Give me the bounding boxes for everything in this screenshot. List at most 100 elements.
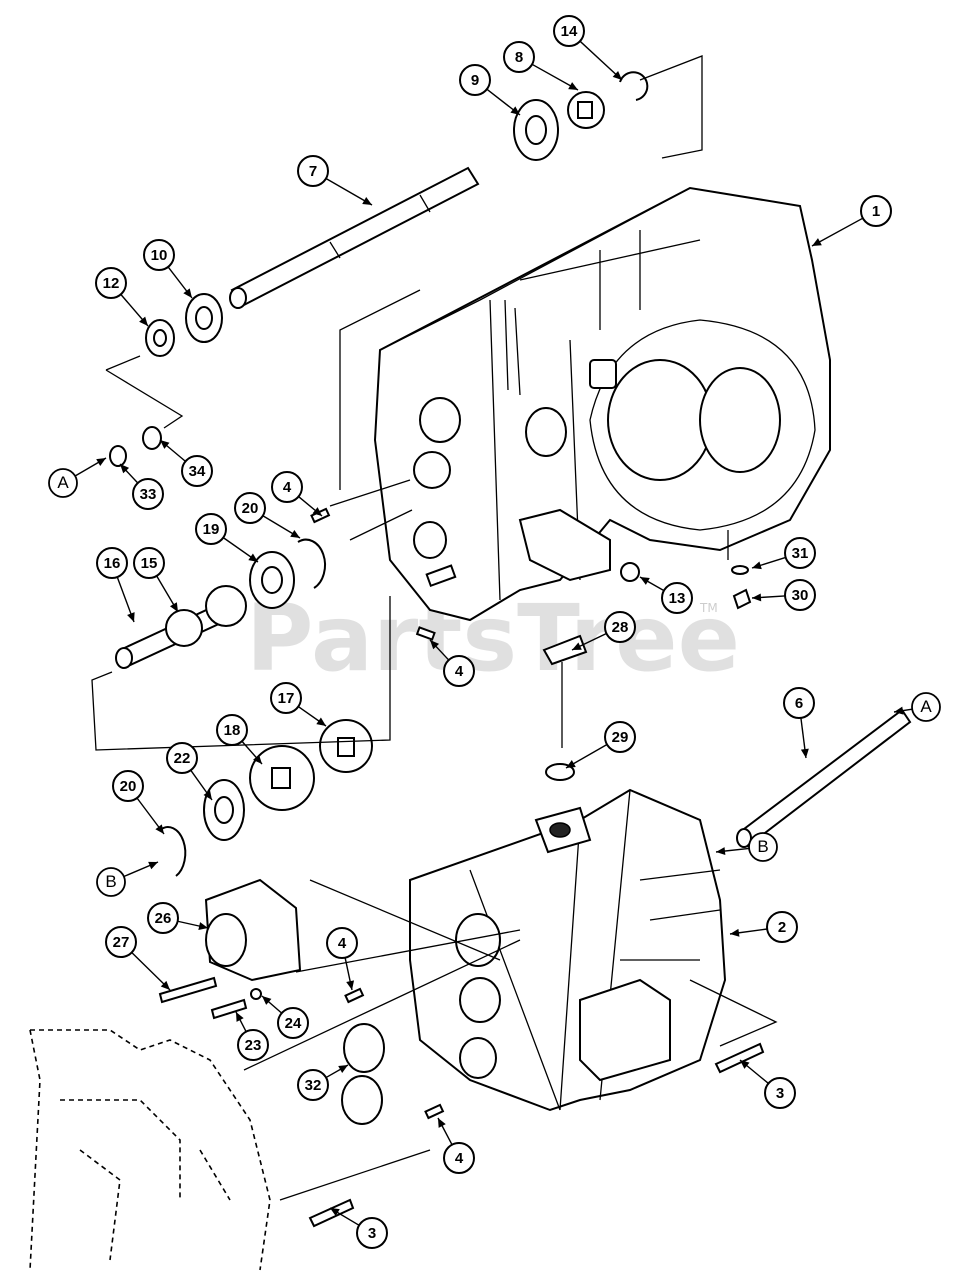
callout-arrowhead-24 bbox=[262, 996, 272, 1005]
small-parts bbox=[109, 71, 912, 1228]
callout-circle bbox=[166, 742, 198, 774]
callout-circle bbox=[112, 770, 144, 802]
callout-text: 20 bbox=[120, 778, 137, 795]
callout-32: 32 bbox=[297, 1069, 329, 1101]
callout-arrowhead-3 bbox=[740, 1060, 750, 1069]
callout-19: 19 bbox=[195, 513, 227, 545]
callout-circle bbox=[143, 239, 175, 271]
ref-letter-B: B bbox=[748, 832, 778, 862]
callout-circle bbox=[96, 547, 128, 579]
callout-arrowhead-1 bbox=[812, 238, 822, 246]
callout-circle bbox=[297, 1069, 329, 1101]
callout-circle bbox=[784, 579, 816, 611]
callout-17: 17 bbox=[270, 682, 302, 714]
callout-arrowhead-34 bbox=[160, 440, 170, 449]
callout-3: 3 bbox=[764, 1077, 796, 1109]
callout-arrowhead-26 bbox=[198, 922, 208, 930]
callout-text: 14 bbox=[561, 23, 578, 40]
callout-34: 34 bbox=[181, 455, 213, 487]
callout-27: 27 bbox=[105, 926, 137, 958]
callout-6: 6 bbox=[783, 687, 815, 719]
callout-circle bbox=[784, 537, 816, 569]
callout-2: 2 bbox=[766, 911, 798, 943]
callout-4: 4 bbox=[326, 927, 358, 959]
callout-text: 33 bbox=[140, 486, 157, 503]
watermark-trademark: TM bbox=[699, 601, 718, 615]
callout-arrowhead-32 bbox=[338, 1065, 348, 1073]
callout-arrowhead-20 bbox=[155, 824, 164, 834]
callout-arrowhead-8 bbox=[568, 82, 578, 90]
callout-arrowhead-12 bbox=[139, 316, 148, 326]
callout-text: 4 bbox=[283, 479, 292, 496]
callout-circle bbox=[133, 547, 165, 579]
ref-letter-text: A bbox=[920, 697, 932, 716]
callout-circle bbox=[216, 714, 248, 746]
callout-9: 9 bbox=[459, 64, 491, 96]
callout-text: 16 bbox=[104, 555, 121, 572]
callout-18: 18 bbox=[216, 714, 248, 746]
callout-text: 27 bbox=[113, 934, 130, 951]
callout-22: 22 bbox=[166, 742, 198, 774]
callout-text: 23 bbox=[245, 1037, 262, 1054]
upper-housing bbox=[373, 186, 831, 622]
callout-text: 17 bbox=[278, 690, 295, 707]
callout-arrowhead-29 bbox=[566, 760, 576, 768]
callout-arrowhead-7 bbox=[362, 197, 372, 205]
callout-text: 30 bbox=[792, 587, 809, 604]
callout-text: 20 bbox=[242, 500, 259, 517]
callout-arrowhead-4 bbox=[430, 640, 440, 650]
callout-circle bbox=[147, 902, 179, 934]
callout-circle bbox=[297, 155, 329, 187]
ref-letter-text: A bbox=[57, 473, 69, 492]
callout-text: 8 bbox=[515, 49, 523, 66]
callout-28: 28 bbox=[604, 611, 636, 643]
callout-arrowhead-10 bbox=[183, 288, 192, 298]
callout-8: 8 bbox=[503, 41, 535, 73]
ref-letter-arrowhead-B bbox=[148, 861, 158, 870]
callout-text: 12 bbox=[103, 275, 120, 292]
callout-text: 15 bbox=[141, 555, 158, 572]
callout-arrowhead-27 bbox=[160, 980, 170, 990]
callout-text: 4 bbox=[338, 935, 347, 952]
callout-16: 16 bbox=[96, 547, 128, 579]
callout-arrowhead-20 bbox=[290, 529, 300, 538]
callout-text: 4 bbox=[455, 663, 464, 680]
callout-circle bbox=[270, 682, 302, 714]
callout-circle bbox=[443, 655, 475, 687]
callout-arrowhead-2 bbox=[730, 928, 740, 937]
callout-arrowhead-17 bbox=[316, 717, 326, 726]
callout-circle bbox=[356, 1217, 388, 1249]
lower-housing bbox=[409, 788, 727, 1112]
reference-letters: A A B B bbox=[48, 468, 941, 897]
callout-circle bbox=[237, 1029, 269, 1061]
callout-7: 7 bbox=[297, 155, 329, 187]
ref-letter-A: A bbox=[48, 468, 78, 498]
callout-30: 30 bbox=[784, 579, 816, 611]
callout-circle bbox=[766, 911, 798, 943]
callout-circle bbox=[860, 195, 892, 227]
callout-10: 10 bbox=[143, 239, 175, 271]
callout-circle bbox=[132, 478, 164, 510]
callout-leader-1 bbox=[811, 217, 864, 247]
callout-4: 4 bbox=[443, 1142, 475, 1174]
callout-arrowhead-3 bbox=[330, 1208, 340, 1217]
callout-circle bbox=[326, 927, 358, 959]
callout-text: 10 bbox=[151, 247, 168, 264]
callout-circle bbox=[661, 582, 693, 614]
callout-arrowhead-30 bbox=[752, 593, 762, 602]
callout-text: 31 bbox=[792, 545, 809, 562]
ref-letter-arrowhead-A bbox=[96, 458, 106, 466]
callout-24: 24 bbox=[277, 1007, 309, 1039]
callout-4: 4 bbox=[443, 655, 475, 687]
ref-letter-arrowhead-B bbox=[716, 847, 726, 856]
ref-letter-text: B bbox=[105, 872, 116, 891]
callout-arrowhead-14 bbox=[612, 70, 622, 80]
callout-text: 3 bbox=[368, 1225, 376, 1242]
ref-letter-circle bbox=[48, 468, 78, 498]
ref-letter-circle bbox=[96, 867, 126, 897]
ref-letter-circle bbox=[911, 692, 941, 722]
callout-circle bbox=[181, 455, 213, 487]
callout-text: 3 bbox=[776, 1085, 784, 1102]
callout-20: 20 bbox=[234, 492, 266, 524]
callout-arrowhead-4 bbox=[346, 980, 355, 990]
